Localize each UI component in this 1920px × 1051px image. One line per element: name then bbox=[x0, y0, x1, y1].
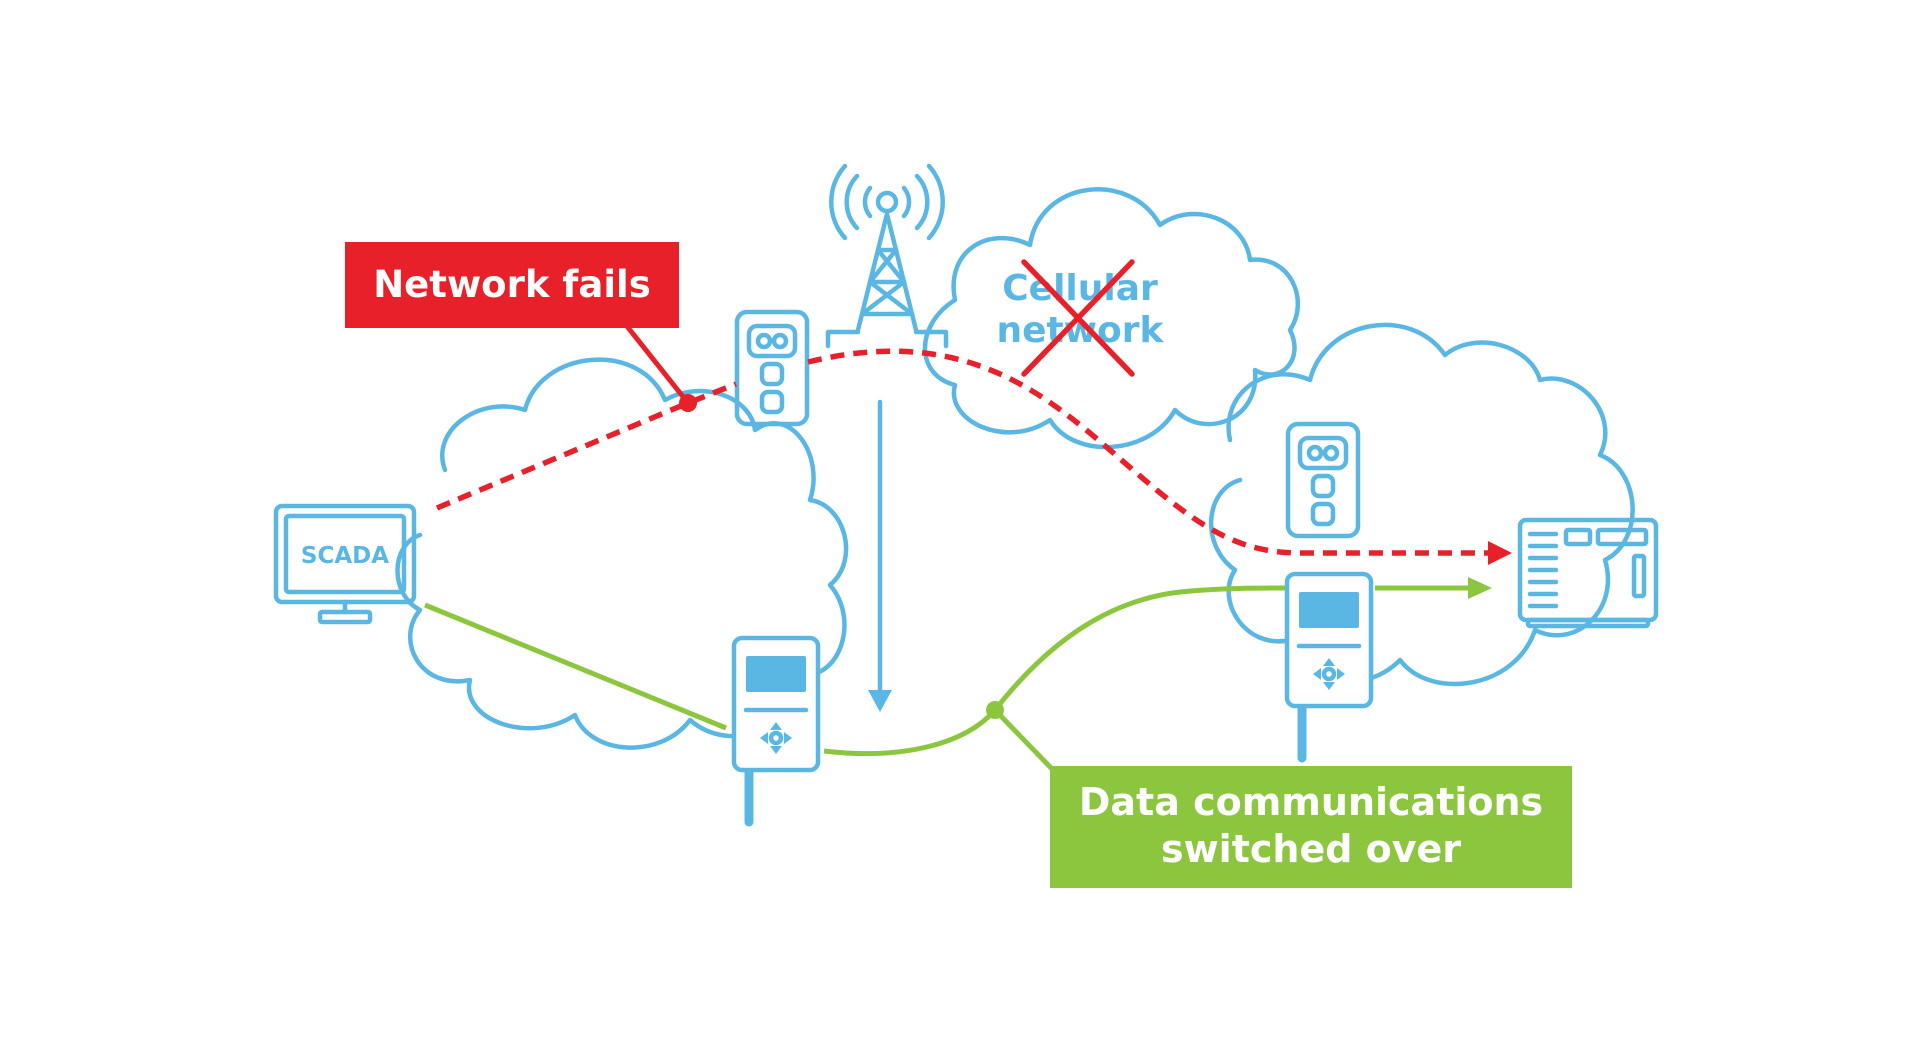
cellular-cloud bbox=[922, 187, 1301, 450]
data-switched-callout: Data communications switched over bbox=[1050, 766, 1572, 888]
failed-network-path bbox=[435, 323, 1512, 565]
data-switched-label-line2: switched over bbox=[1161, 827, 1461, 871]
network-fails-label: Network fails bbox=[373, 263, 651, 306]
scada-monitor-icon: SCADA bbox=[273, 503, 417, 625]
switched-data-path bbox=[424, 577, 1492, 774]
data-logger-icon bbox=[731, 635, 821, 827]
data-switched-label-line1: Data communications bbox=[1079, 780, 1543, 824]
cellular-label-line1: Cellular bbox=[1002, 268, 1158, 309]
network-fails-callout: Network fails bbox=[345, 242, 679, 328]
cellular-modem-icon bbox=[734, 309, 810, 427]
server-rack-icon bbox=[1517, 517, 1659, 629]
data-logger-icon bbox=[1284, 571, 1374, 763]
failure-cross-icon bbox=[1021, 259, 1135, 377]
left-cloud bbox=[395, 357, 849, 750]
downlink-arrow bbox=[868, 399, 892, 712]
scada-label: SCADA bbox=[301, 543, 389, 569]
cell-tower-icon bbox=[825, 163, 949, 349]
right-cloud bbox=[1209, 322, 1635, 687]
cellular-modem-icon bbox=[1285, 421, 1361, 539]
